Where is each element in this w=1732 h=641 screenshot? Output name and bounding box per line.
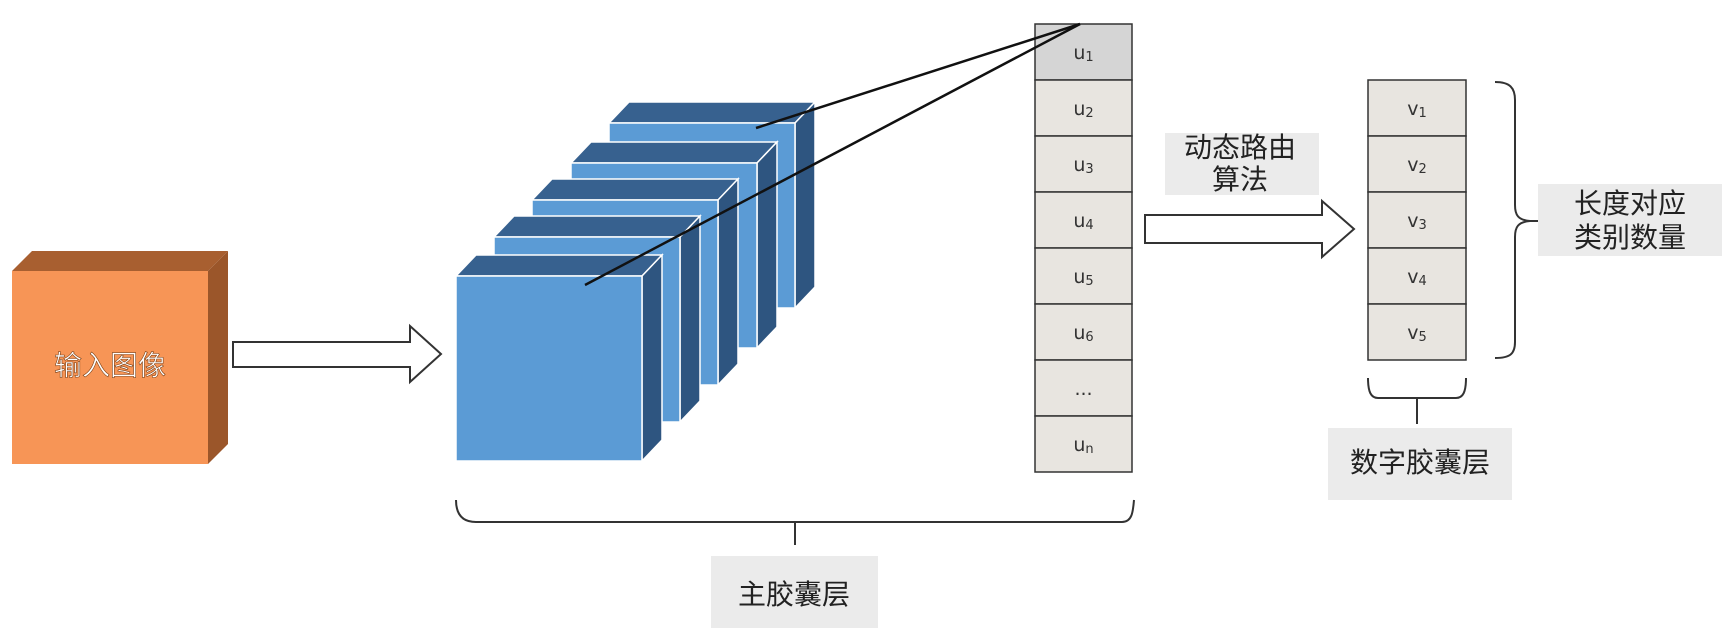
u-vector-cell: u6 <box>1034 303 1133 361</box>
u-vector-cell: ... <box>1034 359 1133 417</box>
u-vector-label: un <box>1073 434 1093 457</box>
routing-label-line1: 动态路由 <box>1184 131 1296 164</box>
length-note-line2: 类别数量 <box>1574 221 1686 254</box>
length-note-brace <box>1494 81 1531 359</box>
primary-capsule-label-box <box>711 556 878 628</box>
v-vector-cell: v4 <box>1367 247 1467 305</box>
digit-capsule-brace <box>1367 377 1467 424</box>
v-vector-label: v3 <box>1407 210 1427 233</box>
input-image-front-face <box>12 271 208 464</box>
u-vector-cell: u4 <box>1034 191 1133 249</box>
u-vector-cell: u5 <box>1034 247 1133 305</box>
routing-label-line2: 算法 <box>1212 163 1268 196</box>
projection-line <box>755 22 1081 130</box>
routing-arrow <box>1144 198 1356 260</box>
digit-capsule-label: 数字胶囊层 <box>1350 446 1490 479</box>
v-vector-label: v1 <box>1407 98 1427 121</box>
v-vector-cell: v3 <box>1367 191 1467 249</box>
input-image-side-face <box>208 251 228 464</box>
u-vector-cell: u1 <box>1034 23 1133 81</box>
v-vector-label: v2 <box>1407 154 1427 177</box>
length-note-line1: 长度对应 <box>1574 187 1686 220</box>
u-vector-label: u3 <box>1073 154 1093 177</box>
u-vector-label: u6 <box>1073 322 1093 345</box>
digit-capsule-label-box <box>1328 428 1512 500</box>
v-vector-label: v5 <box>1407 322 1427 345</box>
u-vector-label: u5 <box>1073 266 1093 289</box>
u-vector-cell: un <box>1034 415 1133 473</box>
u-vector-cell: u3 <box>1034 135 1133 193</box>
primary-capsule-stack <box>454 100 817 463</box>
input-image-top-face <box>12 251 228 271</box>
u-vector-label: ... <box>1074 378 1092 400</box>
input-image-label: 输入图像 <box>54 349 166 382</box>
projection-line <box>584 22 1081 287</box>
v-vector-cell: v1 <box>1367 79 1467 137</box>
v-vector-cell: v2 <box>1367 135 1467 193</box>
primary-capsule-brace <box>455 499 1135 545</box>
primary-capsule-label: 主胶囊层 <box>738 578 850 611</box>
input-to-capsules-arrow <box>232 323 443 385</box>
input-image-block: 输入图像 <box>12 251 228 464</box>
digit-capsule-vector-column: v1 v2 v3 v4 v5 <box>1367 79 1467 361</box>
length-note-box <box>1538 184 1722 256</box>
u-vector-label: u4 <box>1073 210 1093 233</box>
u-vector-label: u1 <box>1073 42 1093 65</box>
primary-capsule-vector-column: u1 u2 u3 u4 u5 u6... un <box>1034 23 1133 473</box>
u-vector-cell: u2 <box>1034 79 1133 137</box>
capsule-cube <box>454 253 664 463</box>
routing-label-box <box>1165 133 1319 195</box>
v-vector-cell: v5 <box>1367 303 1467 361</box>
v-vector-label: v4 <box>1407 266 1427 289</box>
u-vector-label: u2 <box>1073 98 1093 121</box>
